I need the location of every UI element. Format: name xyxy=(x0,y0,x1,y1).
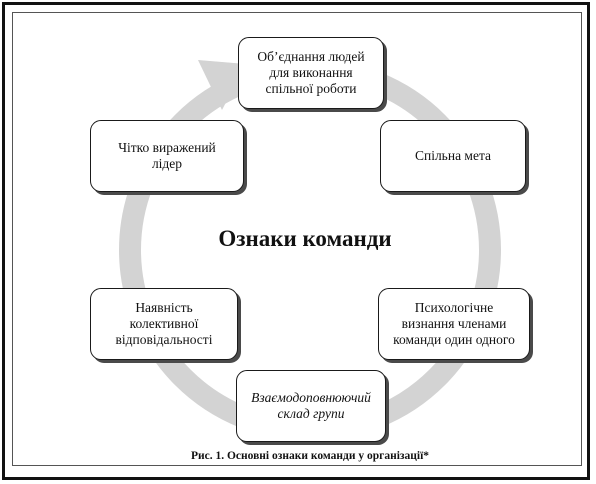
cycle-arrow-head-icon xyxy=(198,60,246,110)
diagram-title: Ознаки команди xyxy=(218,226,392,251)
node-team-unification: Об’єднання людей для виконання спільної … xyxy=(238,37,384,109)
figure-caption: Рис. 1. Основні ознаки команди у організ… xyxy=(190,450,430,462)
node-common-goal: Спільна мета xyxy=(380,120,526,192)
node-clear-leader: Чітко виражений лідер xyxy=(90,120,244,192)
inner-frame xyxy=(12,12,582,466)
node-psychological-recognition: Психологічне визнання членами команди од… xyxy=(378,288,530,360)
outer-frame xyxy=(2,2,590,480)
node-collective-responsibility: Наявність колективної відповідальності xyxy=(90,288,238,360)
node-complementary-composition: Взаємодоповнюючий склад групи xyxy=(236,370,386,442)
